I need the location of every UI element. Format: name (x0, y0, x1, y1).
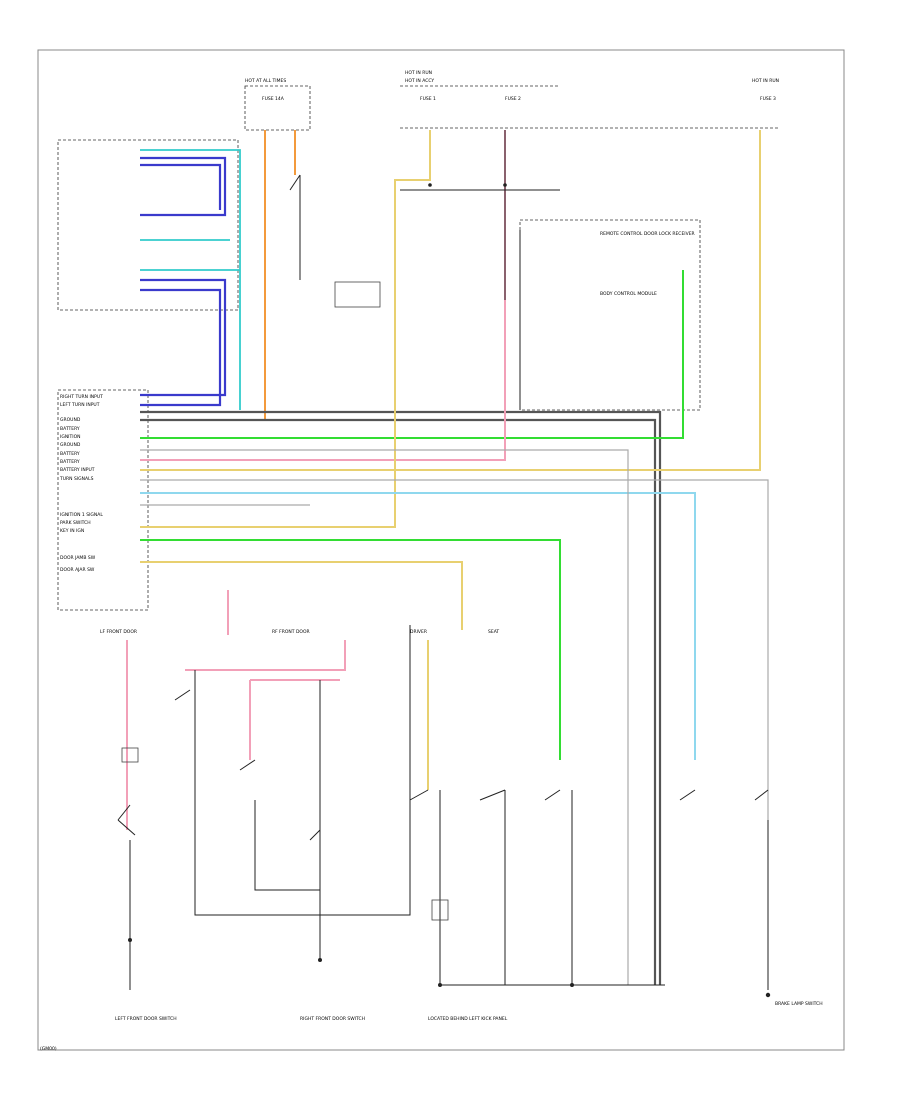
pin-label: KEY IN IGN (60, 528, 84, 534)
section-rf-door: RF FRONT DOOR (272, 629, 310, 635)
top-mid-sub: HOT IN ACCY (405, 78, 434, 84)
pin-label: RIGHT TURN INPUT (60, 394, 103, 400)
switch-symbols (117, 174, 769, 841)
section-driver: DRIVER (410, 629, 427, 635)
pin-label: GROUND (60, 442, 81, 448)
fuse-box-left (244, 85, 311, 131)
module-label-mid: BODY CONTROL MODULE (600, 291, 657, 297)
module-bcm (57, 389, 149, 611)
relay-box (334, 281, 381, 308)
pin-label: TURN SIGNALS (59, 476, 94, 482)
wire-cyan-group (140, 149, 241, 410)
wire-orange (140, 130, 296, 421)
wire-lightgray (140, 449, 769, 985)
pin-label: DOOR AJAR SW (60, 567, 95, 573)
module-right-relay (519, 219, 701, 411)
top-left-title: HOT AT ALL TIMES (245, 78, 286, 84)
footer-code: (GM00) (40, 1046, 57, 1052)
wire-lightblue (140, 492, 696, 760)
wire-blue-group (140, 156, 227, 407)
top-right-title: HOT IN RUN (752, 78, 779, 84)
pin-label: BATTERY (60, 426, 80, 432)
actuator-box (431, 899, 449, 921)
pin-label: BATTERY (60, 459, 80, 465)
pin-label: GROUND (60, 417, 81, 423)
wire-yellow (140, 130, 761, 790)
wire-black (129, 130, 769, 990)
section-lf-door: LF FRONT DOOR (100, 629, 137, 635)
fuse-label-1: FUSE 1 (420, 96, 436, 102)
bottom-label-mid: RIGHT FRONT DOOR SWITCH (300, 1016, 365, 1022)
pin-label: IGNITION 1 SIGNAL (60, 512, 103, 518)
pin-label: LEFT TURN INPUT (60, 402, 100, 408)
bottom-label-left: LEFT FRONT DOOR SWITCH (115, 1016, 177, 1022)
top-mid-title: HOT IN RUN (405, 70, 432, 76)
module-left-upper (57, 139, 239, 311)
pin-label: BATTERY INPUT (60, 467, 95, 473)
wire-gray (140, 410, 662, 985)
fuse-label-14a: FUSE 14A (262, 96, 285, 102)
wire-green (140, 270, 684, 760)
lamp-box (121, 747, 139, 763)
connector-nodes (128, 183, 771, 998)
pin-label: IGNITION (60, 434, 81, 440)
fuse-label-3: FUSE 3 (760, 96, 776, 102)
pin-label: PARK SWITCH (60, 520, 91, 526)
fuse-label-2: FUSE 2 (505, 96, 521, 102)
diagram-frame (37, 49, 845, 1051)
section-seat: SEAT (488, 629, 499, 635)
bottom-label-far-right: BRAKE LAMP SWITCH (775, 1001, 823, 1007)
module-label-top: REMOTE CONTROL DOOR LOCK RECEIVER (600, 231, 695, 237)
left-pin-labels: RIGHT TURN INPUT LEFT TURN INPUT GROUND BAT… (59, 394, 103, 573)
pin-label: DOOR JAMB SW (60, 555, 96, 561)
bottom-label-right: LOCATED BEHIND LEFT KICK PANEL (428, 1016, 508, 1022)
pin-label: BATTERY (60, 451, 80, 457)
